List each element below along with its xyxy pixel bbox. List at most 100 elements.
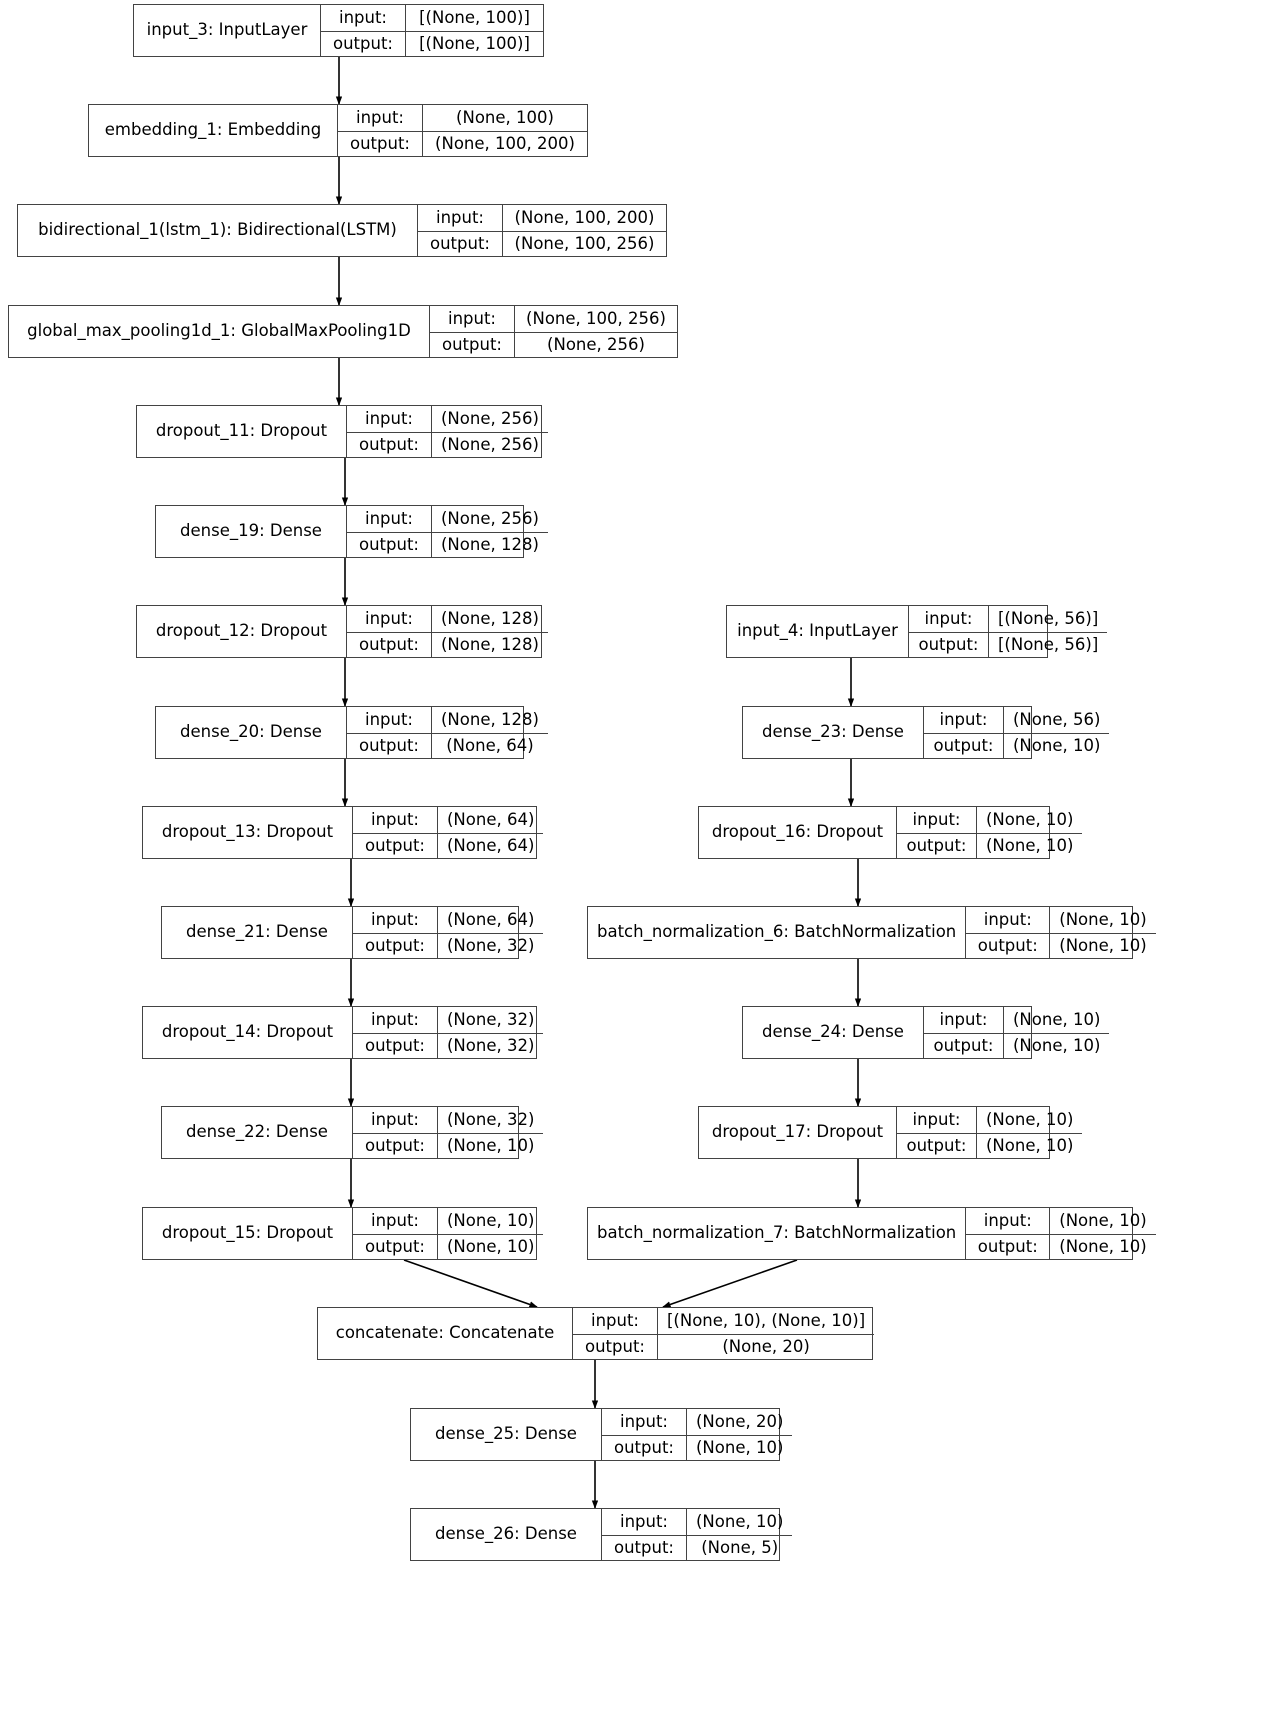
layer-name-dense_25: dense_25: Dense [435,1424,577,1444]
layer-input-shape-dense_23: (None, 56) [1003,707,1109,733]
io-label-input: input: [355,108,404,128]
layer-input-row-dense_21: input:(None, 64) [353,907,543,933]
io-label-output: output: [442,335,502,355]
layer-output-shape-embedding_1: (None, 100, 200) [422,131,587,156]
io-label-input: input: [619,1512,668,1532]
layer-input-shape-dense_26: (None, 10) [686,1509,792,1535]
edge-batch_normalization_7-to-concatenate [662,1259,798,1308]
layer-io-table-dropout_13: input:(None, 64)output:(None, 64) [352,807,544,858]
layer-input-row-dense_19: input:(None, 256) [347,506,548,532]
layer-input-row-dropout_16: input:(None, 10) [897,807,1082,833]
io-label-output: output: [933,1036,994,1056]
io-label-input: input: [370,1211,419,1231]
layer-io-table-global_max_pooling1d_1: input:(None, 100, 256)output:(None, 256) [429,306,677,357]
io-label-output: output: [977,936,1038,956]
io-label-input: input: [924,609,973,629]
io-label-output: output: [614,1538,674,1558]
layer-input-shape-bidirectional_1: (None, 100, 200) [502,205,666,231]
layer-input-shape-concatenate: [(None, 10), (None, 10)] [657,1308,874,1334]
layer-name-dense_23: dense_23: Dense [762,722,904,742]
layer-input-row-input_4: input:[(None, 56)] [909,606,1107,632]
layer-io-table-dropout_14: input:(None, 32)output:(None, 32) [352,1007,544,1058]
layer-output-shape-dense_20: (None, 64) [431,733,548,758]
io-label-input: input: [590,1311,639,1331]
layer-output-row-dense_19: output:(None, 128) [347,531,548,557]
layer-output-shape-dropout_16: (None, 10) [976,833,1082,858]
layer-io-table-dense_22: input:(None, 32)output:(None, 10) [352,1107,544,1158]
layer-input-row-dropout_12: input:(None, 128) [347,606,548,632]
layer-input-row-dense_25: input:(None, 20) [602,1409,792,1435]
layer-input-row-dense_22: input:(None, 32) [353,1107,543,1133]
io-label-output: output: [365,836,425,856]
layer-output-shape-global_max_pooling1d_1: (None, 256) [514,332,677,357]
layer-input-row-embedding_1: input:(None, 100) [338,105,587,131]
layer-node-batch_normalization_6[interactable]: batch_normalization_6: BatchNormalizatio… [587,906,1156,959]
layer-input-shape-dropout_15: (None, 10) [437,1208,543,1234]
layer-io-table-input_4: input:[(None, 56)]output:[(None, 56)] [908,606,1108,657]
io-label-input: input: [912,810,961,830]
layer-output-shape-input_3: [(None, 100)] [405,31,543,56]
layer-output-shape-dropout_17: (None, 10) [976,1133,1082,1158]
layer-io-table-input_3: input:[(None, 100)]output:[(None, 100)] [320,5,543,56]
layer-output-shape-concatenate: (None, 20) [657,1334,874,1359]
io-label-output: output: [350,134,410,154]
io-label-output: output: [365,1237,425,1257]
layer-input-row-batch_normalization_6: input:(None, 10) [966,907,1155,933]
layer-io-table-dropout_12: input:(None, 128)output:(None, 128) [346,606,548,657]
layer-output-shape-dropout_12: (None, 128) [431,632,548,657]
io-label-output: output: [918,635,979,655]
io-label-output: output: [359,736,419,756]
io-label-output: output: [359,535,419,555]
layer-input-row-dense_26: input: (None, 10) [602,1509,792,1535]
layer-io-table-dropout_17: input: (None, 10)output:(None, 10) [896,1107,1083,1158]
layer-node-batch_normalization_7[interactable]: batch_normalization_7: BatchNormalizatio… [587,1207,1156,1260]
layer-io-table-dense_26: input:(None, 10)output:(None, 5) [601,1509,793,1560]
layer-input-shape-input_3: [(None, 100)] [405,5,543,31]
layer-node-bidirectional_1[interactable]: bidirectional_1(lstm_1): Bidirectional(L… [17,204,667,257]
io-label-input: input: [370,1010,419,1030]
layer-name-dropout_16: dropout_16: Dropout [711,822,884,842]
layer-output-row-dropout_15: output:(None, 10) [353,1233,544,1259]
layer-input-row-dense_23: input:(None, 56) [924,707,1109,733]
layer-name-dense_21: dense_21: Dense [186,922,328,942]
layer-io-table-batch_normalization_6: input:(None, 10)output:(None, 10) [965,907,1156,958]
layer-input-shape-dense_22: (None, 32) [437,1107,543,1133]
io-label-input: input: [983,910,1032,930]
layer-io-table-batch_normalization_7: input:(None, 10)output:(None, 10) [965,1208,1156,1259]
io-label-input: input: [435,208,484,228]
layer-output-shape-dense_23: (None, 10) [1003,733,1109,758]
io-label-output: output: [977,1237,1038,1257]
io-label-input: input: [912,1110,961,1130]
layer-output-row-dropout_11: output:(None, 256) [347,431,548,457]
layer-input-shape-batch_normalization_7: (None, 10) [1049,1208,1155,1234]
io-label-output: output: [359,435,419,455]
layer-output-row-dense_20: output: (None, 64) [347,732,548,758]
io-label-input: input: [364,409,413,429]
layer-input-row-dropout_14: input:(None, 32) [353,1007,543,1033]
layer-node-dense_25[interactable]: dense_25: Dense input:(None, 20)output:(N… [410,1408,793,1461]
layer-name-dropout_11: dropout_11: Dropout [155,421,328,441]
layer-io-table-dense_25: input:(None, 20)output:(None, 10) [601,1409,793,1460]
layer-output-row-input_3: output:[(None, 100)] [321,30,543,56]
layer-output-row-dropout_17: output:(None, 10) [897,1132,1083,1158]
layer-node-global_max_pooling1d_1[interactable]: global_max_pooling1d_1: GlobalMaxPooling… [8,305,678,358]
layer-input-row-dense_24: input:(None, 10) [924,1007,1109,1033]
